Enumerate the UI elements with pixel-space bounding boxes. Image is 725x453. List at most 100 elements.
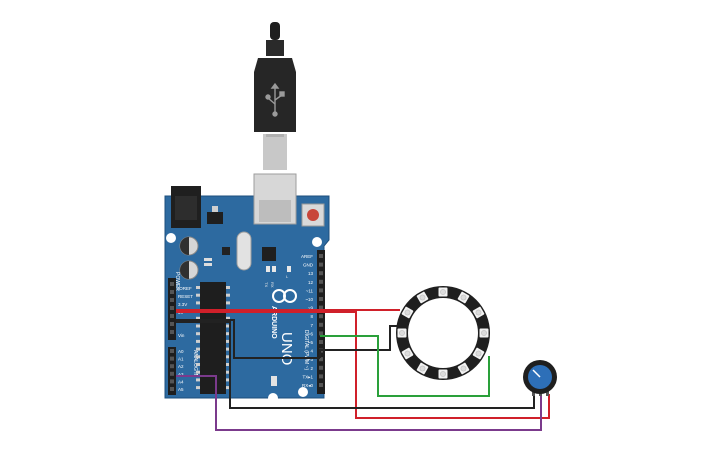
wire-purple-analog[interactable] bbox=[176, 375, 542, 431]
wires[interactable] bbox=[176, 309, 550, 431]
led-l-label: L bbox=[286, 274, 289, 279]
arduino-board[interactable]: TX RX L ARDUINO UNO DIGITAL (PWM ~) POWE… bbox=[164, 173, 330, 403]
analog-header-label: ANALOG IN bbox=[192, 350, 198, 378]
wire-green-data[interactable] bbox=[320, 335, 490, 397]
ring-led[interactable] bbox=[479, 328, 489, 338]
ring-led[interactable] bbox=[416, 291, 429, 304]
crystal-oscillator bbox=[236, 231, 252, 271]
ring-led[interactable] bbox=[457, 362, 470, 375]
digital-pin-label: 4 bbox=[310, 349, 313, 354]
led-tx bbox=[266, 266, 270, 272]
digital-pin-hole[interactable] bbox=[319, 279, 323, 284]
digital-pin-label: 2 bbox=[310, 366, 313, 371]
chip-pin bbox=[226, 332, 230, 336]
analog-pin-hole[interactable] bbox=[170, 364, 174, 369]
ring-led[interactable] bbox=[472, 347, 485, 360]
digital-pin-hole[interactable] bbox=[319, 271, 323, 276]
digital-pin-label: ~10 bbox=[305, 297, 313, 302]
digital-pin-hole[interactable] bbox=[319, 331, 323, 336]
mounting-hole bbox=[312, 237, 322, 247]
arduino-logo bbox=[272, 289, 297, 303]
digital-pin-label: ~9 bbox=[308, 306, 314, 311]
chip-pin bbox=[196, 386, 200, 390]
chip-pin bbox=[226, 286, 230, 289]
digital-pin-hole[interactable] bbox=[319, 305, 323, 310]
analog-pin-label: A2 bbox=[178, 364, 184, 369]
chip-pin bbox=[196, 316, 200, 320]
chip-pin bbox=[226, 363, 230, 366]
power-label-3v3: 3.3V bbox=[178, 302, 187, 307]
digital-pin-hole[interactable] bbox=[319, 357, 323, 362]
neopixel-ring[interactable] bbox=[396, 286, 490, 380]
analog-pin-hole[interactable] bbox=[170, 379, 174, 384]
chip-pin bbox=[226, 378, 230, 382]
wire-red-5v[interactable] bbox=[176, 311, 550, 419]
ring-led[interactable] bbox=[397, 328, 407, 338]
analog-pin-hole[interactable] bbox=[170, 356, 174, 361]
chip-pin bbox=[196, 378, 200, 382]
power-pin-hole[interactable] bbox=[170, 322, 174, 326]
power-label-ioref: IOREF bbox=[178, 286, 192, 291]
power-pin-hole[interactable] bbox=[170, 330, 174, 334]
chip-pin bbox=[226, 301, 230, 305]
chip-pin bbox=[226, 316, 230, 320]
reset-button-cap[interactable] bbox=[307, 209, 319, 221]
power-pin-hole[interactable] bbox=[170, 290, 174, 294]
chip-pin bbox=[196, 324, 200, 328]
ring-led[interactable] bbox=[438, 369, 448, 379]
digital-pin-label: TX▸1 bbox=[302, 374, 313, 379]
analog-pin-hole[interactable] bbox=[170, 349, 174, 353]
analog-pin-hole[interactable] bbox=[170, 387, 174, 391]
analog-header[interactable] bbox=[168, 347, 176, 395]
digital-pin-hole[interactable] bbox=[319, 314, 323, 319]
mounting-hole bbox=[298, 387, 308, 397]
digital-pin-hole[interactable] bbox=[319, 262, 323, 267]
chip-pin bbox=[196, 301, 200, 305]
ring-led[interactable] bbox=[457, 291, 470, 304]
digital-pin-label: ~5 bbox=[308, 340, 314, 345]
wire-black-pot-gnd[interactable] bbox=[176, 321, 535, 409]
chip-pin bbox=[196, 363, 200, 366]
analog-pin-label: A3 bbox=[178, 372, 184, 377]
digital-pin-hole[interactable] bbox=[319, 365, 323, 370]
digital-pin-hole[interactable] bbox=[319, 297, 323, 301]
digital-pin-hole[interactable] bbox=[319, 254, 323, 258]
digital-pin-label: ~6 bbox=[308, 331, 314, 336]
digital-pin-hole[interactable] bbox=[319, 322, 323, 327]
power-pin-hole[interactable] bbox=[170, 306, 174, 310]
digital-pin-label: AREF bbox=[301, 254, 313, 259]
ring-led[interactable] bbox=[472, 306, 485, 319]
power-pin-hole[interactable] bbox=[170, 298, 174, 302]
usb-cable[interactable] bbox=[254, 22, 296, 170]
potentiometer[interactable] bbox=[523, 360, 557, 396]
power-pin-hole[interactable] bbox=[170, 282, 174, 286]
chip-pin bbox=[196, 347, 200, 351]
chip-pin bbox=[226, 339, 230, 343]
digital-pin-hole[interactable] bbox=[319, 383, 323, 387]
power-pin-hole[interactable] bbox=[170, 314, 174, 318]
ring-led[interactable] bbox=[438, 287, 448, 297]
led-rx bbox=[272, 266, 276, 272]
chip-pin bbox=[226, 370, 230, 374]
ring-led[interactable] bbox=[401, 347, 414, 360]
analog-pin-hole[interactable] bbox=[170, 371, 174, 376]
wire-black-ring-gnd[interactable] bbox=[176, 319, 320, 359]
voltage-regulator bbox=[207, 212, 223, 224]
pot-indicator bbox=[532, 369, 541, 378]
ring-led[interactable] bbox=[416, 362, 429, 375]
digital-pin-hole[interactable] bbox=[319, 340, 323, 344]
digital-pin-hole[interactable] bbox=[319, 374, 323, 379]
analog-pin-label: A5 bbox=[178, 387, 184, 392]
analog-pin-label: A1 bbox=[178, 357, 184, 362]
power-header-label: POWER bbox=[174, 272, 180, 291]
digital-pin-label: ~3 bbox=[308, 357, 314, 362]
mounting-hole bbox=[166, 233, 176, 243]
ring-led[interactable] bbox=[401, 306, 414, 319]
digital-header[interactable] bbox=[317, 250, 325, 394]
model-label: UNO bbox=[278, 332, 295, 365]
digital-pin-hole[interactable] bbox=[319, 288, 323, 293]
chip-pin bbox=[196, 332, 200, 336]
wire-black-ring[interactable] bbox=[319, 325, 400, 358]
led-l bbox=[287, 266, 291, 272]
